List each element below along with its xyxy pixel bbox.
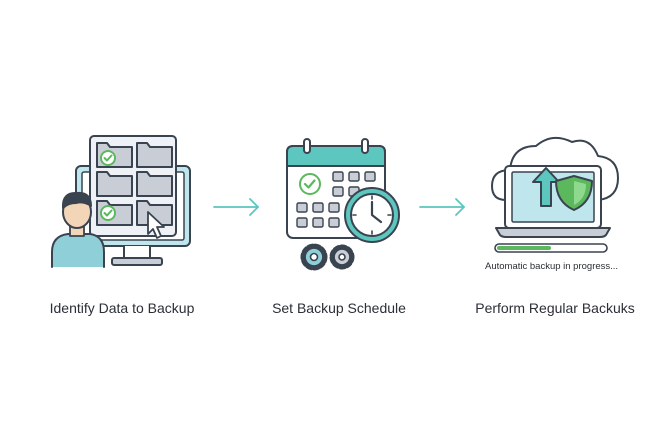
shield-icon: [555, 175, 593, 211]
backup-status-text: Automatic backup in progress...: [485, 261, 619, 272]
step-label-regular-backups: Perform Regular Backuks: [475, 300, 635, 316]
check-icon: [299, 173, 321, 195]
calendar-clock-icon: [286, 138, 400, 271]
folder-icon: [96, 142, 173, 226]
step-label-identify-data: Identify Data to Backup: [49, 300, 195, 316]
step-label-backup-schedule: Set Backup Schedule: [272, 300, 406, 316]
folders-on-monitor-icon: [51, 135, 191, 268]
cursor-icon: [147, 211, 165, 239]
cloud-backup-laptop-icon: [491, 136, 619, 253]
clock-icon: [344, 187, 400, 243]
arrow-right-icon: [213, 198, 259, 216]
gear-icon: [300, 243, 355, 271]
check-icon: [100, 150, 116, 221]
backup-progress-bar: [494, 243, 608, 253]
person-icon: [51, 191, 105, 268]
arrow-right-icon: [419, 198, 465, 216]
